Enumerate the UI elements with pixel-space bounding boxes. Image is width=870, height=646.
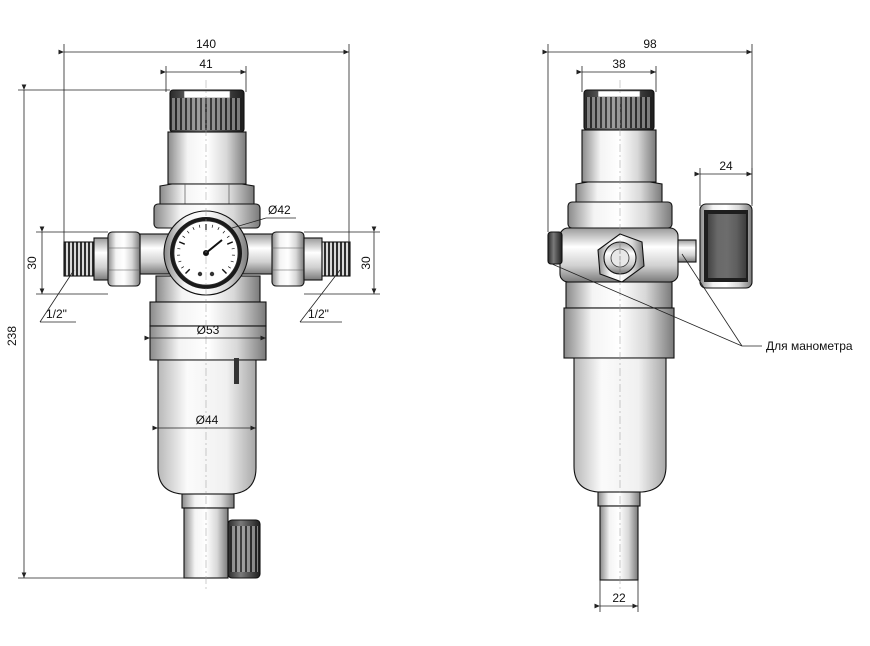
rinse-lever <box>234 358 239 384</box>
dim-gauge-offset-24: 24 <box>694 159 753 206</box>
gauge-tick <box>226 235 230 239</box>
adjust-knob <box>169 89 245 133</box>
thread-right-label: 1/2" <box>308 307 329 321</box>
dim-port-left-30: 30 <box>25 226 108 295</box>
dim-42-label: Ø42 <box>268 203 291 217</box>
gauge-tick <box>184 268 191 275</box>
side-rinse-knob <box>547 231 563 265</box>
side-adjust-knob <box>583 89 655 131</box>
side-drain-body <box>599 505 639 581</box>
side-drain-neck <box>597 491 641 507</box>
dim-53-label: Ø53 <box>197 323 220 337</box>
thread-left-label: 1/2" <box>46 307 67 321</box>
drain-neck <box>181 493 235 509</box>
side-bowl-ring <box>563 307 675 359</box>
dim-gauge-diameter: Ø42 <box>231 203 296 229</box>
dim-98-label: 98 <box>643 37 657 51</box>
dim-24-label: 24 <box>719 159 733 173</box>
gauge-tick <box>192 227 195 230</box>
side-gauge <box>699 203 753 289</box>
drain-knob <box>227 519 261 579</box>
front-view: 140 41 238 30 30 <box>5 37 380 590</box>
thread-right-callout: 1/2" <box>299 269 342 323</box>
gauge-tick <box>230 260 234 263</box>
left-union <box>63 231 141 287</box>
dim-30-right-label: 30 <box>359 256 373 270</box>
dim-side-cap-38: 38 <box>576 57 657 92</box>
gauge-tick <box>181 266 185 269</box>
dim-44-label: Ø44 <box>196 413 219 427</box>
side-view: 98 38 24 22 Для манометра <box>542 37 853 612</box>
gauge-port-note: Для манометра <box>766 339 853 353</box>
dim-width-140: 140 <box>58 37 350 244</box>
dim-238-label: 238 <box>5 326 19 346</box>
gauge-tick <box>178 241 186 245</box>
side-lower-body <box>565 281 673 309</box>
gauge-needle <box>205 239 223 254</box>
gauge-tick <box>226 241 234 245</box>
dim-body-diameter: Ø53 <box>144 323 266 341</box>
gauge-tick <box>211 224 214 228</box>
bowl-ring-top <box>149 301 267 327</box>
side-hex-nut <box>575 181 663 203</box>
dim-height-238: 238 <box>5 84 186 579</box>
hex-nut <box>159 183 255 205</box>
gauge-tick <box>182 235 186 239</box>
side-gauge-stem <box>677 239 697 263</box>
dim-30-left-label: 30 <box>25 256 39 270</box>
gauge-tick <box>217 227 220 230</box>
gauge-tick <box>198 224 201 228</box>
gauge-tick <box>178 260 182 263</box>
side-filter-bowl <box>573 357 667 493</box>
dim-38-label: 38 <box>612 57 626 71</box>
dim-41-label: 41 <box>199 57 213 71</box>
dim-140-label: 140 <box>196 37 216 51</box>
gauge-tick <box>227 266 231 269</box>
dim-22-label: 22 <box>612 591 626 605</box>
gauge-tick <box>186 230 190 234</box>
dim-port-right-30: 30 <box>304 226 380 295</box>
bowl-ring <box>149 325 267 361</box>
thread-left-callout: 1/2" <box>39 269 76 323</box>
right-union <box>271 231 351 287</box>
bonnet <box>167 131 247 185</box>
gauge-tick <box>221 268 228 275</box>
gauge-port-callout: Для манометра <box>551 253 853 353</box>
gauge-tick <box>222 230 226 234</box>
filter-bowl <box>157 359 257 495</box>
dim-cap-41: 41 <box>160 57 247 92</box>
dim-bowl-diameter: Ø44 <box>152 413 256 431</box>
side-bonnet <box>581 129 657 183</box>
dim-drain-22: 22 <box>594 580 639 612</box>
